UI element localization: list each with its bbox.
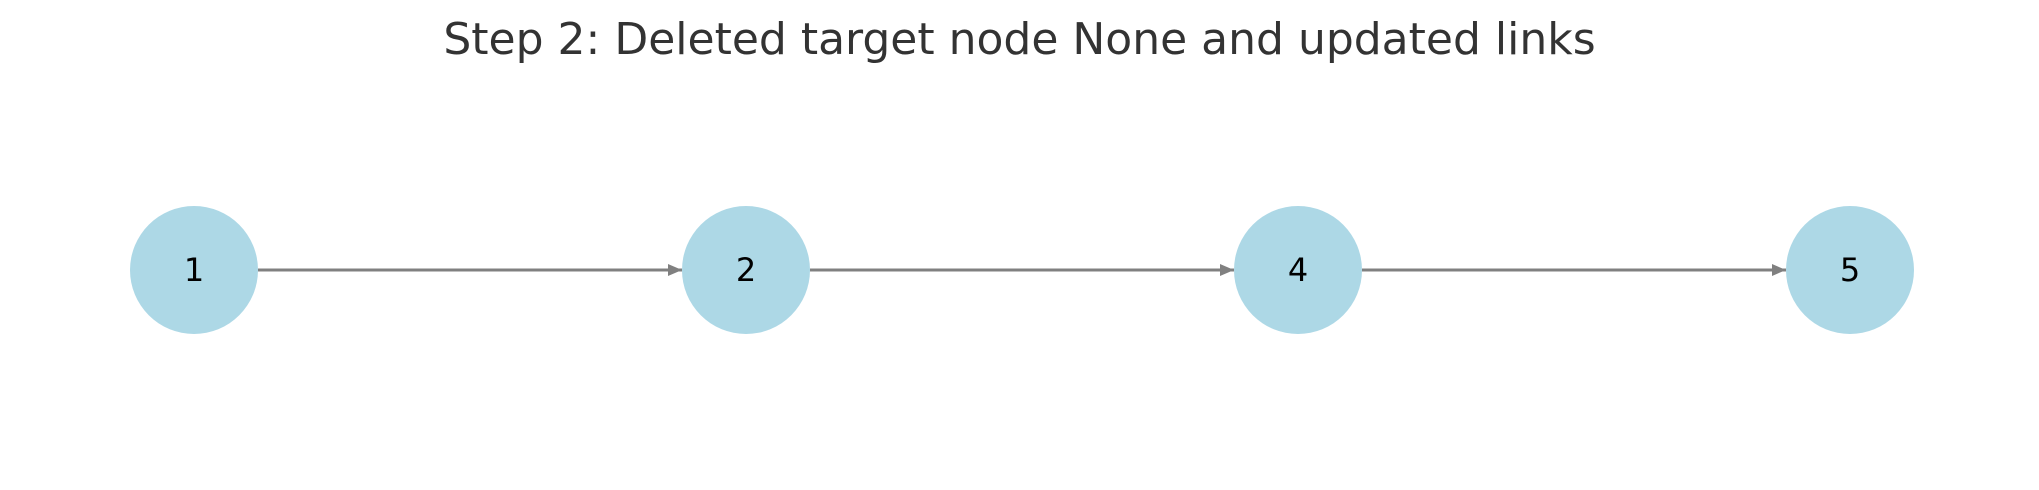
- node-label: 1: [184, 251, 204, 289]
- node-1: 1: [130, 206, 258, 334]
- node-label: 2: [736, 251, 756, 289]
- node-2: 2: [682, 206, 810, 334]
- node-4: 4: [1234, 206, 1362, 334]
- node-5: 5: [1786, 206, 1914, 334]
- node-label: 5: [1840, 251, 1860, 289]
- diagram-title: Step 2: Deleted target node None and upd…: [443, 14, 1596, 65]
- node-label: 4: [1288, 251, 1308, 289]
- node-circle: [1786, 206, 1914, 334]
- node-circle: [130, 206, 258, 334]
- nodes-layer: 1 2 4 5: [130, 206, 1914, 334]
- node-circle: [1234, 206, 1362, 334]
- node-circle: [682, 206, 810, 334]
